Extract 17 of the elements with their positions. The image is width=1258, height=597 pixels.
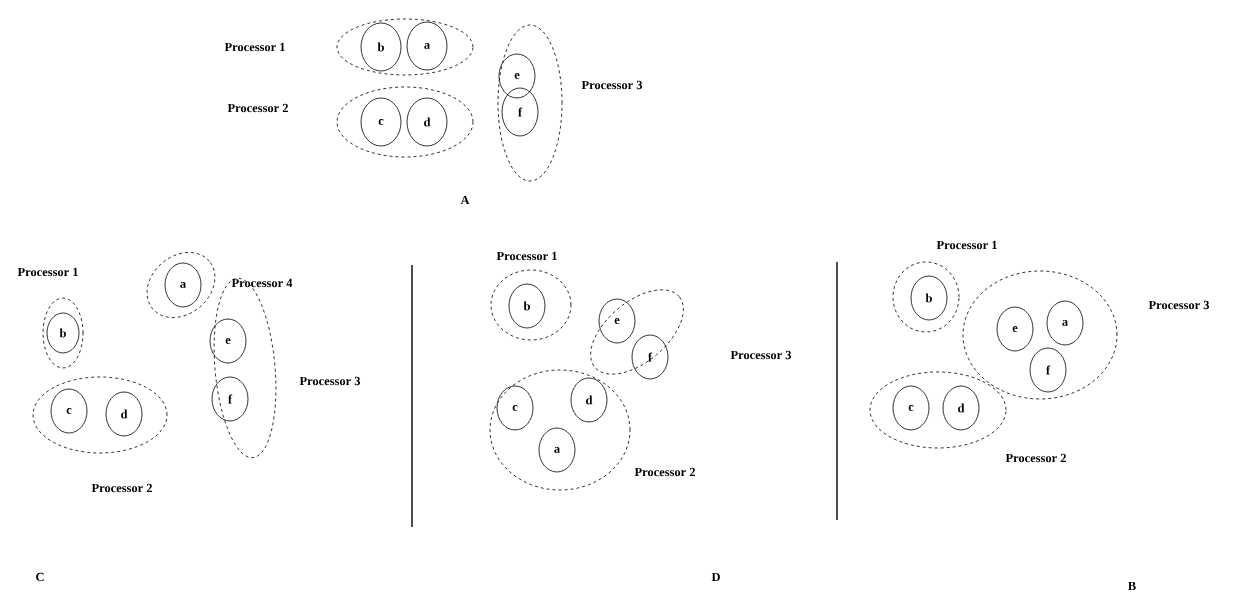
panel-label: C (36, 572, 44, 582)
processor-label: Processor 3 (1148, 300, 1210, 310)
processor-label: Processor 2 (634, 467, 695, 477)
panel-label: D (711, 572, 720, 582)
panel-label: A (460, 195, 470, 205)
processor-label: Processor 1 (936, 240, 997, 250)
processor-label: Processor 3 (581, 80, 643, 90)
processor-label: Processor 1 (224, 42, 285, 52)
panel-label: B (1128, 581, 1136, 591)
processor-label: Processor 2 (91, 483, 152, 493)
processor-label: Processor 1 (17, 267, 78, 277)
processor-label: Processor 4 (231, 278, 293, 288)
processor-label: Processor 1 (496, 251, 557, 261)
processor-label: Processor 3 (730, 350, 792, 360)
processor-label: Processor 2 (1005, 453, 1066, 463)
processor-label: Processor 3 (299, 376, 361, 386)
processor-label: Processor 2 (227, 103, 288, 113)
